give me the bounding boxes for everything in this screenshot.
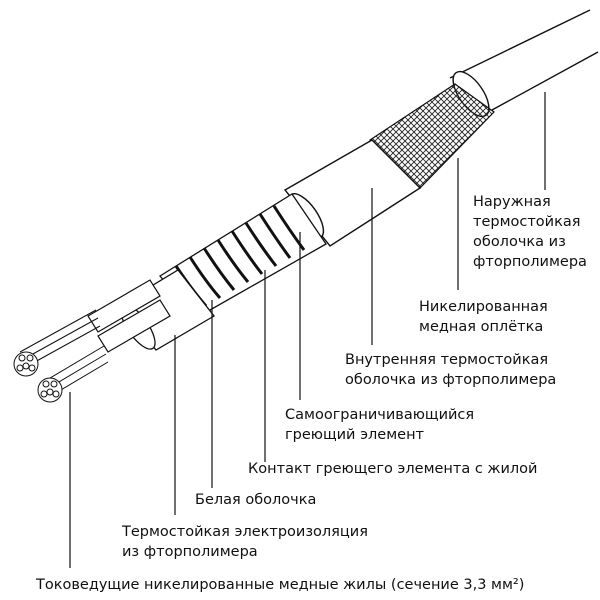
insulation-tubes	[87, 279, 171, 353]
label-self-regulating: Самоограничивающийся греющий элемент	[285, 407, 475, 443]
label-white-sheath: Белая оболочка	[195, 492, 317, 508]
label-conductors: Токоведущие никелированные медные жилы (…	[36, 577, 525, 593]
label-inner-jacket: Внутренняя термостойкая оболочка из фтор…	[345, 352, 557, 388]
label-insulation: Термостойкая электроизоляция из фторполи…	[122, 524, 368, 560]
label-contact: Контакт греющего элемента с жилой	[248, 461, 538, 477]
label-braid: Никелированная медная оплётка	[419, 299, 548, 335]
label-outer-jacket: Наружная термостойкая оболочка из фторпо…	[473, 194, 587, 270]
conductors	[13, 309, 109, 403]
leader-lines	[69, 92, 546, 568]
